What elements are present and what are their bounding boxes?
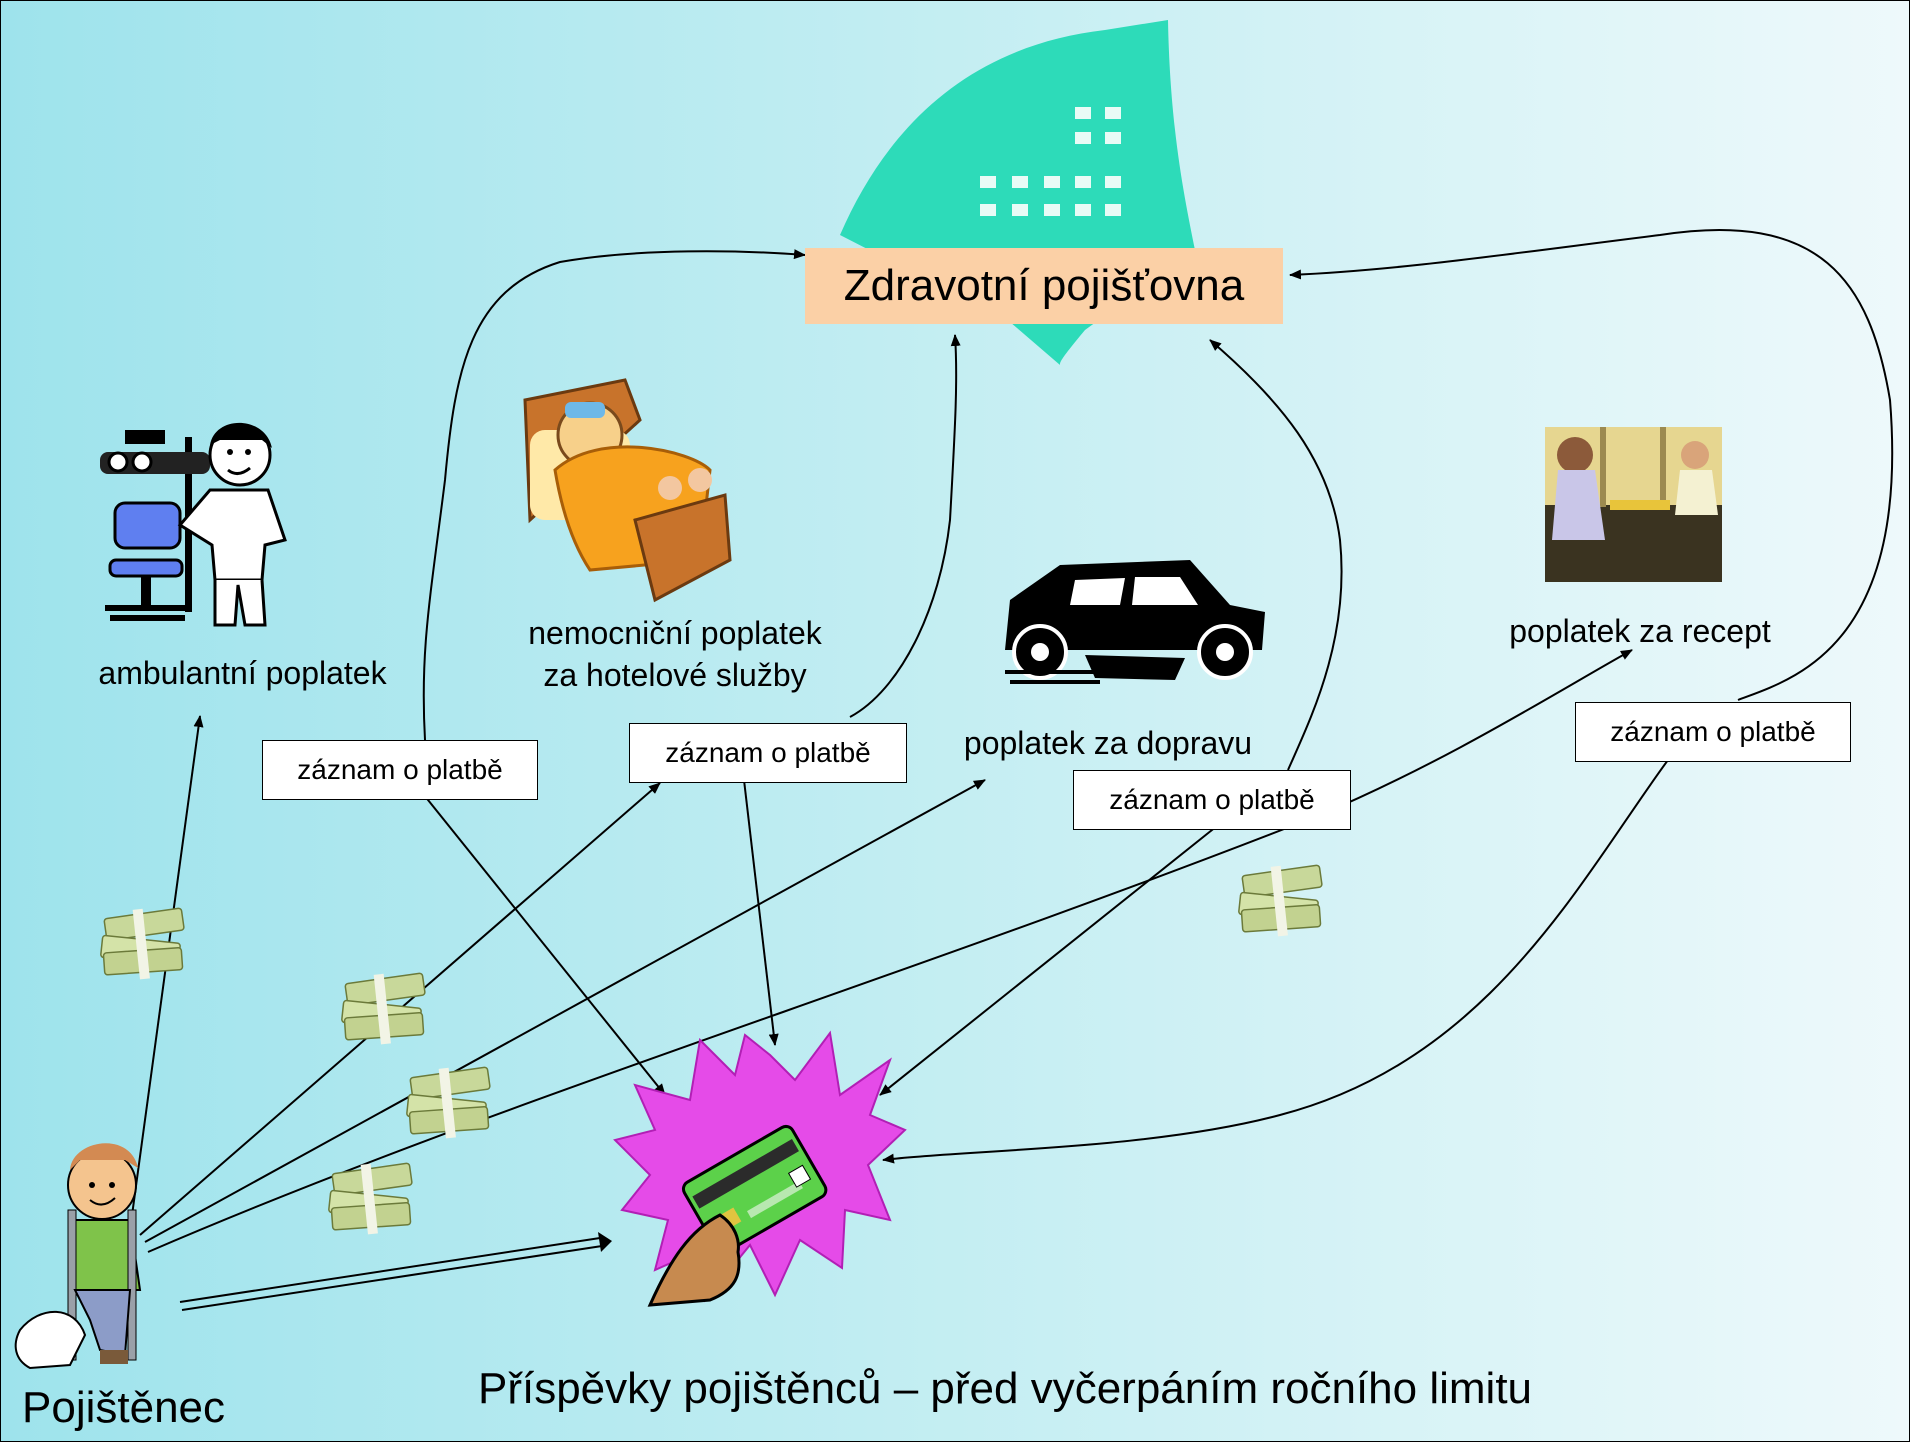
transport-fee-label: poplatek za dopravu (963, 725, 1253, 761)
money-icon-3 (405, 1066, 492, 1140)
hospital-fee-label: nemocniční poplatek za hotelové služby (495, 612, 855, 696)
money-icon-1 (99, 907, 186, 981)
money-icon-4 (327, 1162, 414, 1236)
insured-label: Pojištěnec (22, 1383, 226, 1432)
insured-person-icon (14, 1143, 142, 1370)
prescription-fee-label: poplatek za recept (1509, 613, 1771, 649)
money-icon-2 (340, 972, 427, 1046)
hospital-fee-line2: za hotelové služby (543, 657, 807, 693)
car-icon (1005, 560, 1265, 684)
doctor-icon (100, 422, 287, 627)
credit-card-starburst-icon (613, 1030, 907, 1307)
ambulant-fee-label: ambulantní poplatek (98, 655, 387, 691)
sick-patient-icon (523, 378, 732, 603)
payment-record-box-2: záznam o platbě (629, 723, 907, 783)
payment-record-box-1: záznam o platbě (262, 740, 538, 800)
pharmacy-counter-icon (1545, 427, 1722, 582)
diagram-caption: Příspěvky pojištěnců – před vyčerpáním r… (477, 1364, 1533, 1413)
insurer-box: Zdravotní pojišťovna (805, 248, 1283, 324)
insurer-label: Zdravotní pojišťovna (843, 261, 1245, 310)
hospital-fee-line1: nemocniční poplatek (528, 615, 822, 651)
payment-record-box-3: záznam o platbě (1073, 770, 1351, 830)
money-icon-5 (1237, 864, 1324, 938)
payment-record-box-4: záznam o platbě (1575, 702, 1851, 762)
